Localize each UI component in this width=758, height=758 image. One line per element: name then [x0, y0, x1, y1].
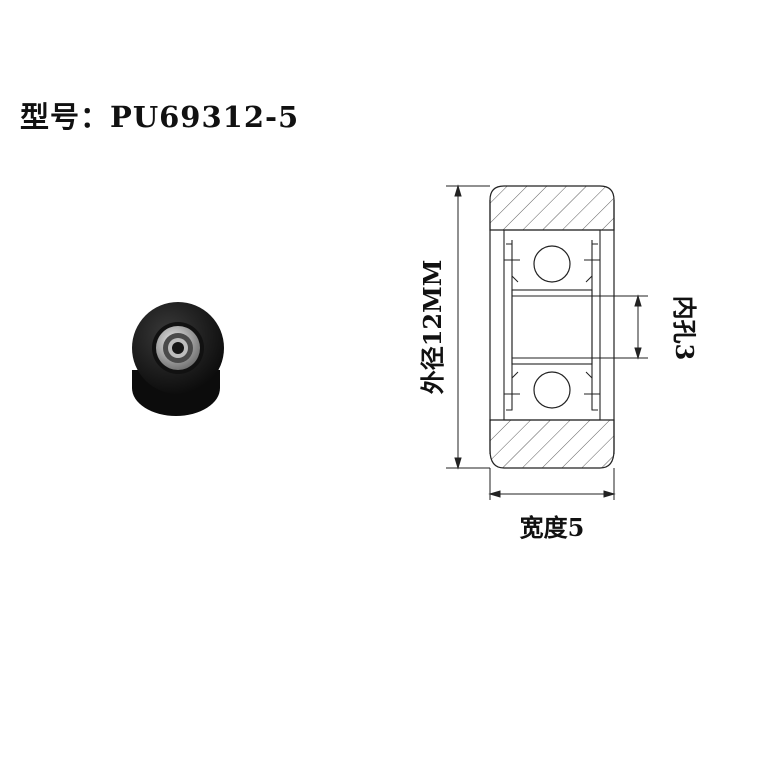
model-code: PU69312-5: [110, 100, 300, 134]
bearing-shields: [504, 243, 600, 411]
model-label: 型号：: [20, 100, 111, 134]
inner-bore-dimension: [592, 294, 648, 360]
outer-diameter-dimension: [446, 184, 490, 470]
width-dimension: [488, 468, 616, 500]
inner-bore-label: 内孔3: [670, 296, 699, 361]
bearing-balls: [533, 245, 571, 409]
width-label: 宽度5: [520, 513, 585, 542]
outer-diameter-label: 外径12MM: [418, 260, 447, 395]
model-title: 型号：PU69312-5: [20, 94, 299, 136]
bearing-inner-race: [511, 289, 593, 365]
tire-section: [489, 185, 615, 469]
pu-wheel-bearing-photo-icon: [132, 302, 224, 416]
